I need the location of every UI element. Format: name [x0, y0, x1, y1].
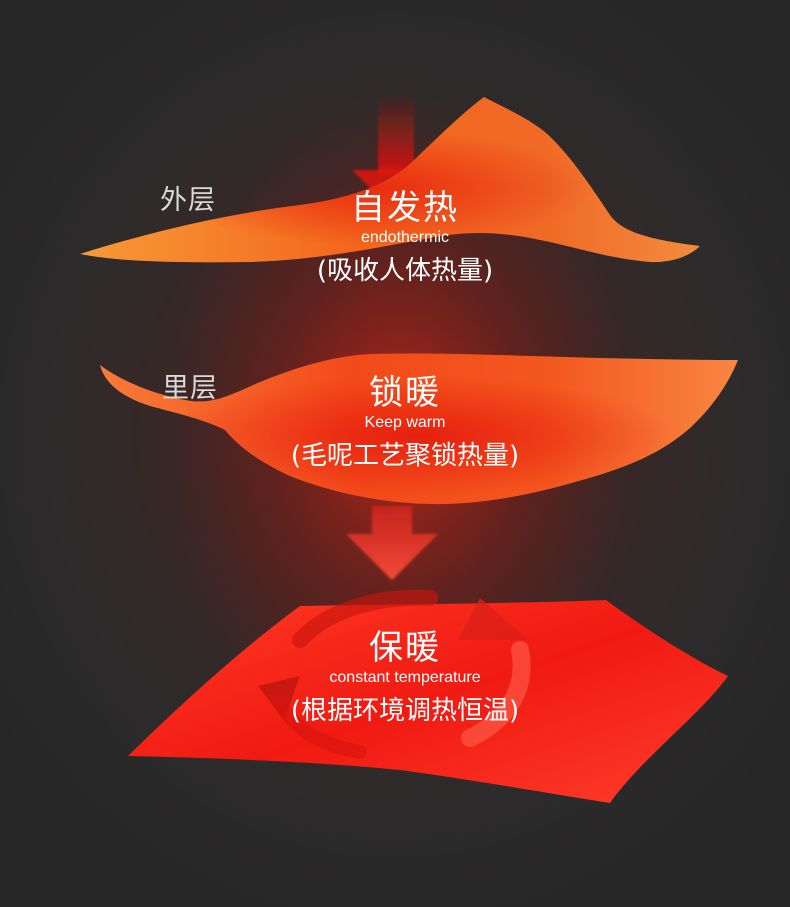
inner-layer-title: 锁暖 [195, 373, 615, 413]
inner-layer-text: 锁暖 Keep warm (毛呢工艺聚锁热量) [195, 373, 615, 473]
bottom-layer-note: (根据环境调热恒温) [195, 694, 615, 728]
bottom-layer-title: 保暖 [195, 628, 615, 668]
outer-layer-subtitle: endothermic [195, 228, 615, 248]
inner-layer-subtitle: Keep warm [195, 413, 615, 433]
inner-layer-note: (毛呢工艺聚锁热量) [195, 439, 615, 473]
bottom-layer-subtitle: constant temperature [195, 668, 615, 688]
outer-layer-text: 自发热 endothermic (吸收人体热量) [195, 188, 615, 288]
outer-layer-title: 自发热 [195, 188, 615, 228]
bottom-layer-text: 保暖 constant temperature (根据环境调热恒温) [195, 628, 615, 728]
outer-layer-note: (吸收人体热量) [195, 254, 615, 288]
